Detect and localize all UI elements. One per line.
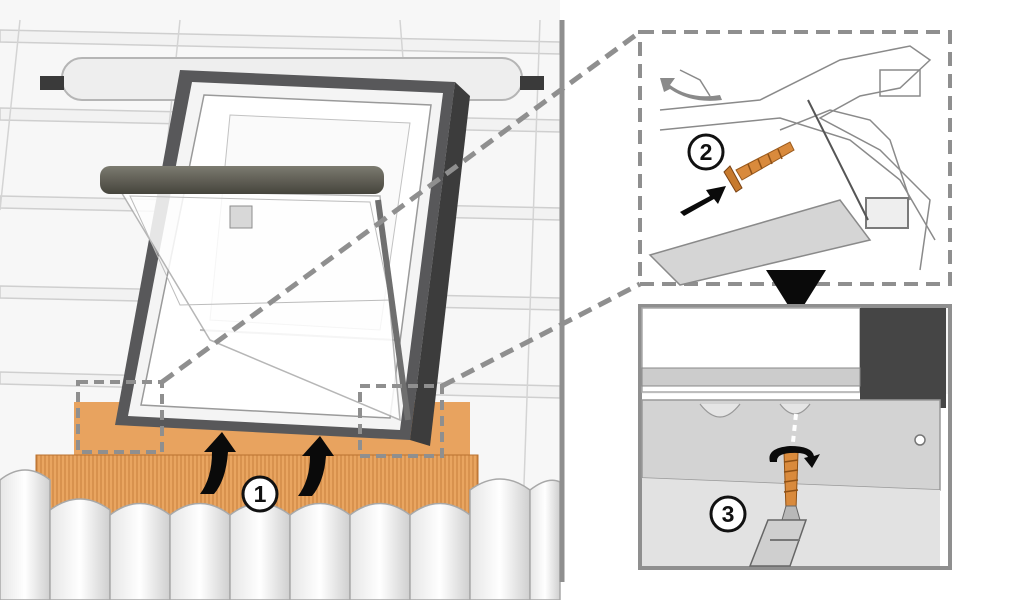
frame-corner-dark bbox=[860, 308, 946, 408]
detail-panel-step-3: 3 bbox=[638, 304, 952, 570]
curved-arrow-icon bbox=[660, 78, 722, 101]
detail-panel-step-2: 2 bbox=[638, 30, 952, 286]
hinge-bolt bbox=[865, 197, 909, 229]
step-3-badge: 3 bbox=[709, 495, 747, 533]
push-arrow-icon bbox=[680, 186, 726, 216]
window-sash-open bbox=[100, 166, 411, 422]
screw-icon bbox=[723, 141, 795, 193]
step-3-number: 3 bbox=[722, 501, 735, 527]
down-triangle-icon bbox=[766, 270, 826, 318]
step-2-badge: 2 bbox=[687, 133, 725, 171]
step-1-number: 1 bbox=[254, 481, 267, 507]
frame-profile-outline bbox=[659, 45, 936, 271]
sash-top-handle-bar bbox=[100, 166, 384, 194]
callout-connectors bbox=[160, 29, 642, 389]
callout-boxes-main bbox=[76, 380, 444, 458]
window-latch bbox=[229, 205, 253, 229]
lift-arrow-left-icon bbox=[200, 432, 236, 494]
lift-arrow-right-icon bbox=[298, 436, 334, 496]
window-sash-corner bbox=[648, 199, 872, 286]
lift-arrows bbox=[200, 432, 334, 496]
screwdriver-icon bbox=[748, 505, 808, 567]
screw-vertical-icon bbox=[783, 451, 799, 511]
rotation-arrow-icon bbox=[769, 446, 820, 468]
main-roof-scene: 1 bbox=[0, 19, 561, 600]
step-1-badge: 1 bbox=[241, 475, 279, 513]
step-2-number: 2 bbox=[700, 139, 713, 165]
